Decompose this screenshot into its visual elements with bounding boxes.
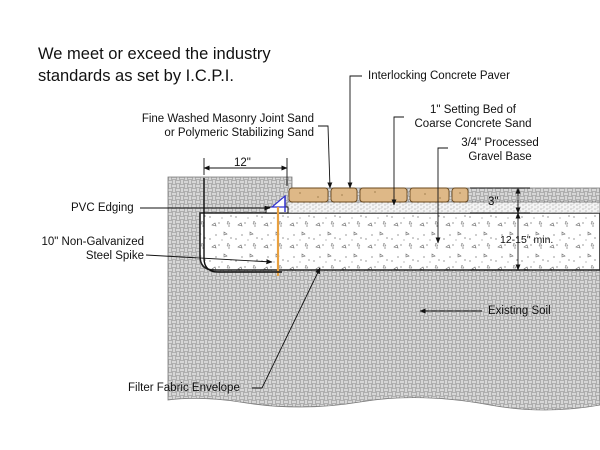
paver bbox=[288, 187, 329, 203]
paver-leader bbox=[347, 75, 362, 189]
dimension-base-depth: 12-15" min. bbox=[500, 234, 554, 246]
paver bbox=[330, 187, 358, 203]
label-existing-soil: Existing Soil bbox=[488, 305, 551, 317]
label-setting-bed-line-2: Coarse Concrete Sand bbox=[414, 118, 532, 130]
paver bbox=[359, 187, 408, 203]
label-pvc-edging: PVC Edging bbox=[71, 202, 134, 214]
label-gravel-base-line-1: 3/4" Processed bbox=[461, 137, 539, 149]
headline-line-2: standards as set by I.C.P.I. bbox=[38, 67, 234, 85]
paver bbox=[451, 187, 469, 203]
label-joint-sand-line-1: Fine Washed Masonry Joint Sand bbox=[141, 113, 314, 125]
label-filter-fabric: Filter Fabric Envelope bbox=[128, 382, 240, 394]
headline-line-1: We meet or exceed the industry bbox=[38, 45, 271, 63]
dimension-paver-depth: 3" bbox=[488, 196, 499, 208]
gravel-leader bbox=[435, 147, 448, 244]
label-steel-spike-line-1: 10" Non-Galvanized bbox=[41, 236, 144, 248]
label-steel-spike-line-2: Steel Spike bbox=[85, 250, 144, 262]
edge-width-dimension bbox=[203, 158, 288, 186]
spike-leader bbox=[145, 254, 273, 265]
dimension-edge-width: 12" bbox=[234, 157, 251, 169]
depth-dimensions bbox=[470, 187, 530, 271]
label-paver: Interlocking Concrete Paver bbox=[368, 70, 510, 82]
sand-setting-bed bbox=[286, 201, 600, 214]
label-steel-spike: 10" Non-Galvanized Steel Spike bbox=[20, 235, 144, 263]
paver-row bbox=[288, 187, 469, 203]
label-setting-bed: 1" Setting Bed of Coarse Concrete Sand bbox=[398, 103, 548, 131]
joint-sand-leader bbox=[318, 125, 333, 189]
label-gravel-base: 3/4" Processed Gravel Base bbox=[446, 136, 554, 164]
paver bbox=[409, 187, 450, 203]
label-joint-sand-line-2: or Polymeric Stabilizing Sand bbox=[164, 127, 314, 139]
filter-fabric-leader bbox=[252, 267, 321, 389]
label-setting-bed-line-1: 1" Setting Bed of bbox=[430, 104, 516, 116]
label-joint-sand: Fine Washed Masonry Joint Sand or Polyme… bbox=[110, 112, 314, 140]
headline: We meet or exceed the industry standards… bbox=[38, 43, 338, 87]
setting-bed-leader bbox=[391, 116, 404, 206]
label-gravel-base-line-2: Gravel Base bbox=[468, 151, 532, 163]
